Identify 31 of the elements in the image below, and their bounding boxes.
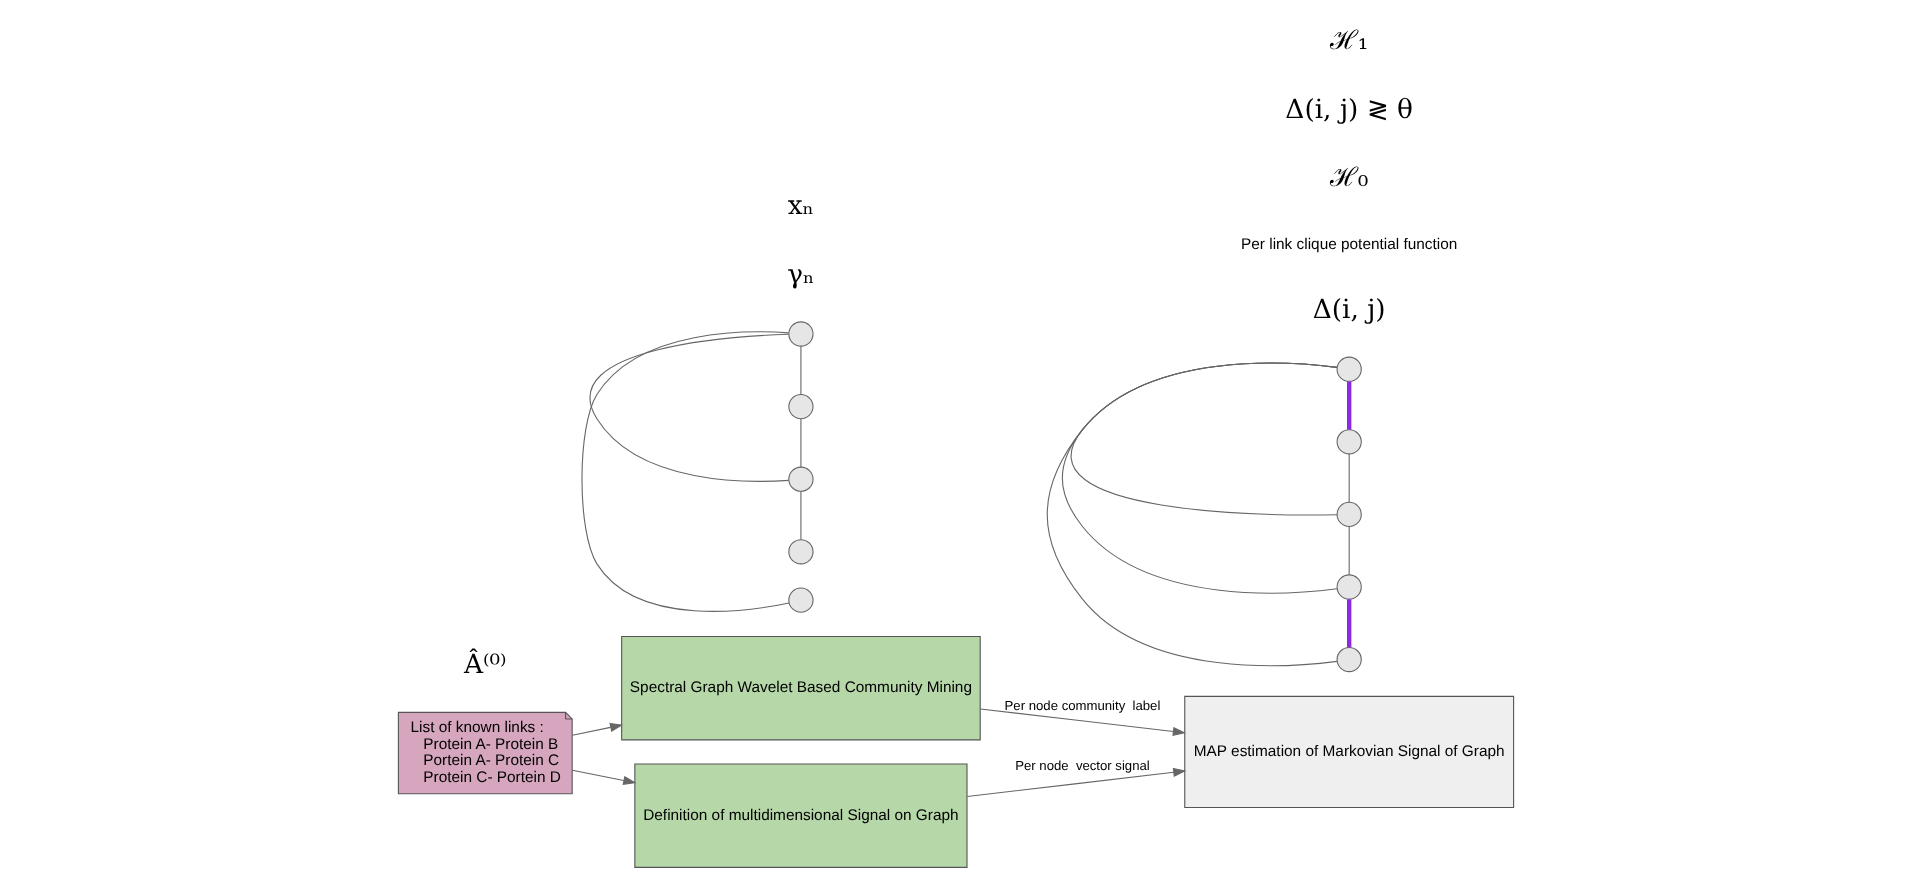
node-circle	[788, 587, 814, 613]
connector	[1348, 526, 1350, 576]
connector	[800, 418, 802, 468]
connector	[800, 490, 802, 541]
node-circle	[788, 321, 814, 347]
label: Δ(i, j)	[1312, 295, 1386, 326]
label: Δ(i, j) ≷ θ	[1285, 95, 1414, 126]
node-circle	[1336, 501, 1362, 528]
connector	[589, 333, 790, 482]
connector	[581, 331, 790, 612]
arrow	[966, 767, 1187, 797]
label: ℋ₀	[1329, 163, 1369, 194]
label: xₙ	[787, 192, 815, 223]
connector	[1347, 381, 1352, 430]
node-circle	[1336, 646, 1362, 673]
arrow	[979, 708, 1186, 737]
connector	[1046, 362, 1338, 667]
node-circle	[788, 466, 814, 492]
node-circle	[1336, 356, 1362, 382]
label: ℋ₁	[1329, 27, 1369, 58]
connector	[1347, 599, 1352, 648]
node-circle	[1336, 574, 1362, 600]
node-circle	[788, 393, 814, 420]
label: γₙ	[787, 260, 815, 291]
node-circle	[1336, 429, 1362, 455]
node-circle	[788, 539, 814, 565]
connector	[800, 345, 802, 395]
connector	[1348, 453, 1350, 503]
arrow	[571, 722, 624, 736]
arrow	[571, 769, 637, 785]
label: Â⁽⁰⁾	[463, 650, 507, 681]
